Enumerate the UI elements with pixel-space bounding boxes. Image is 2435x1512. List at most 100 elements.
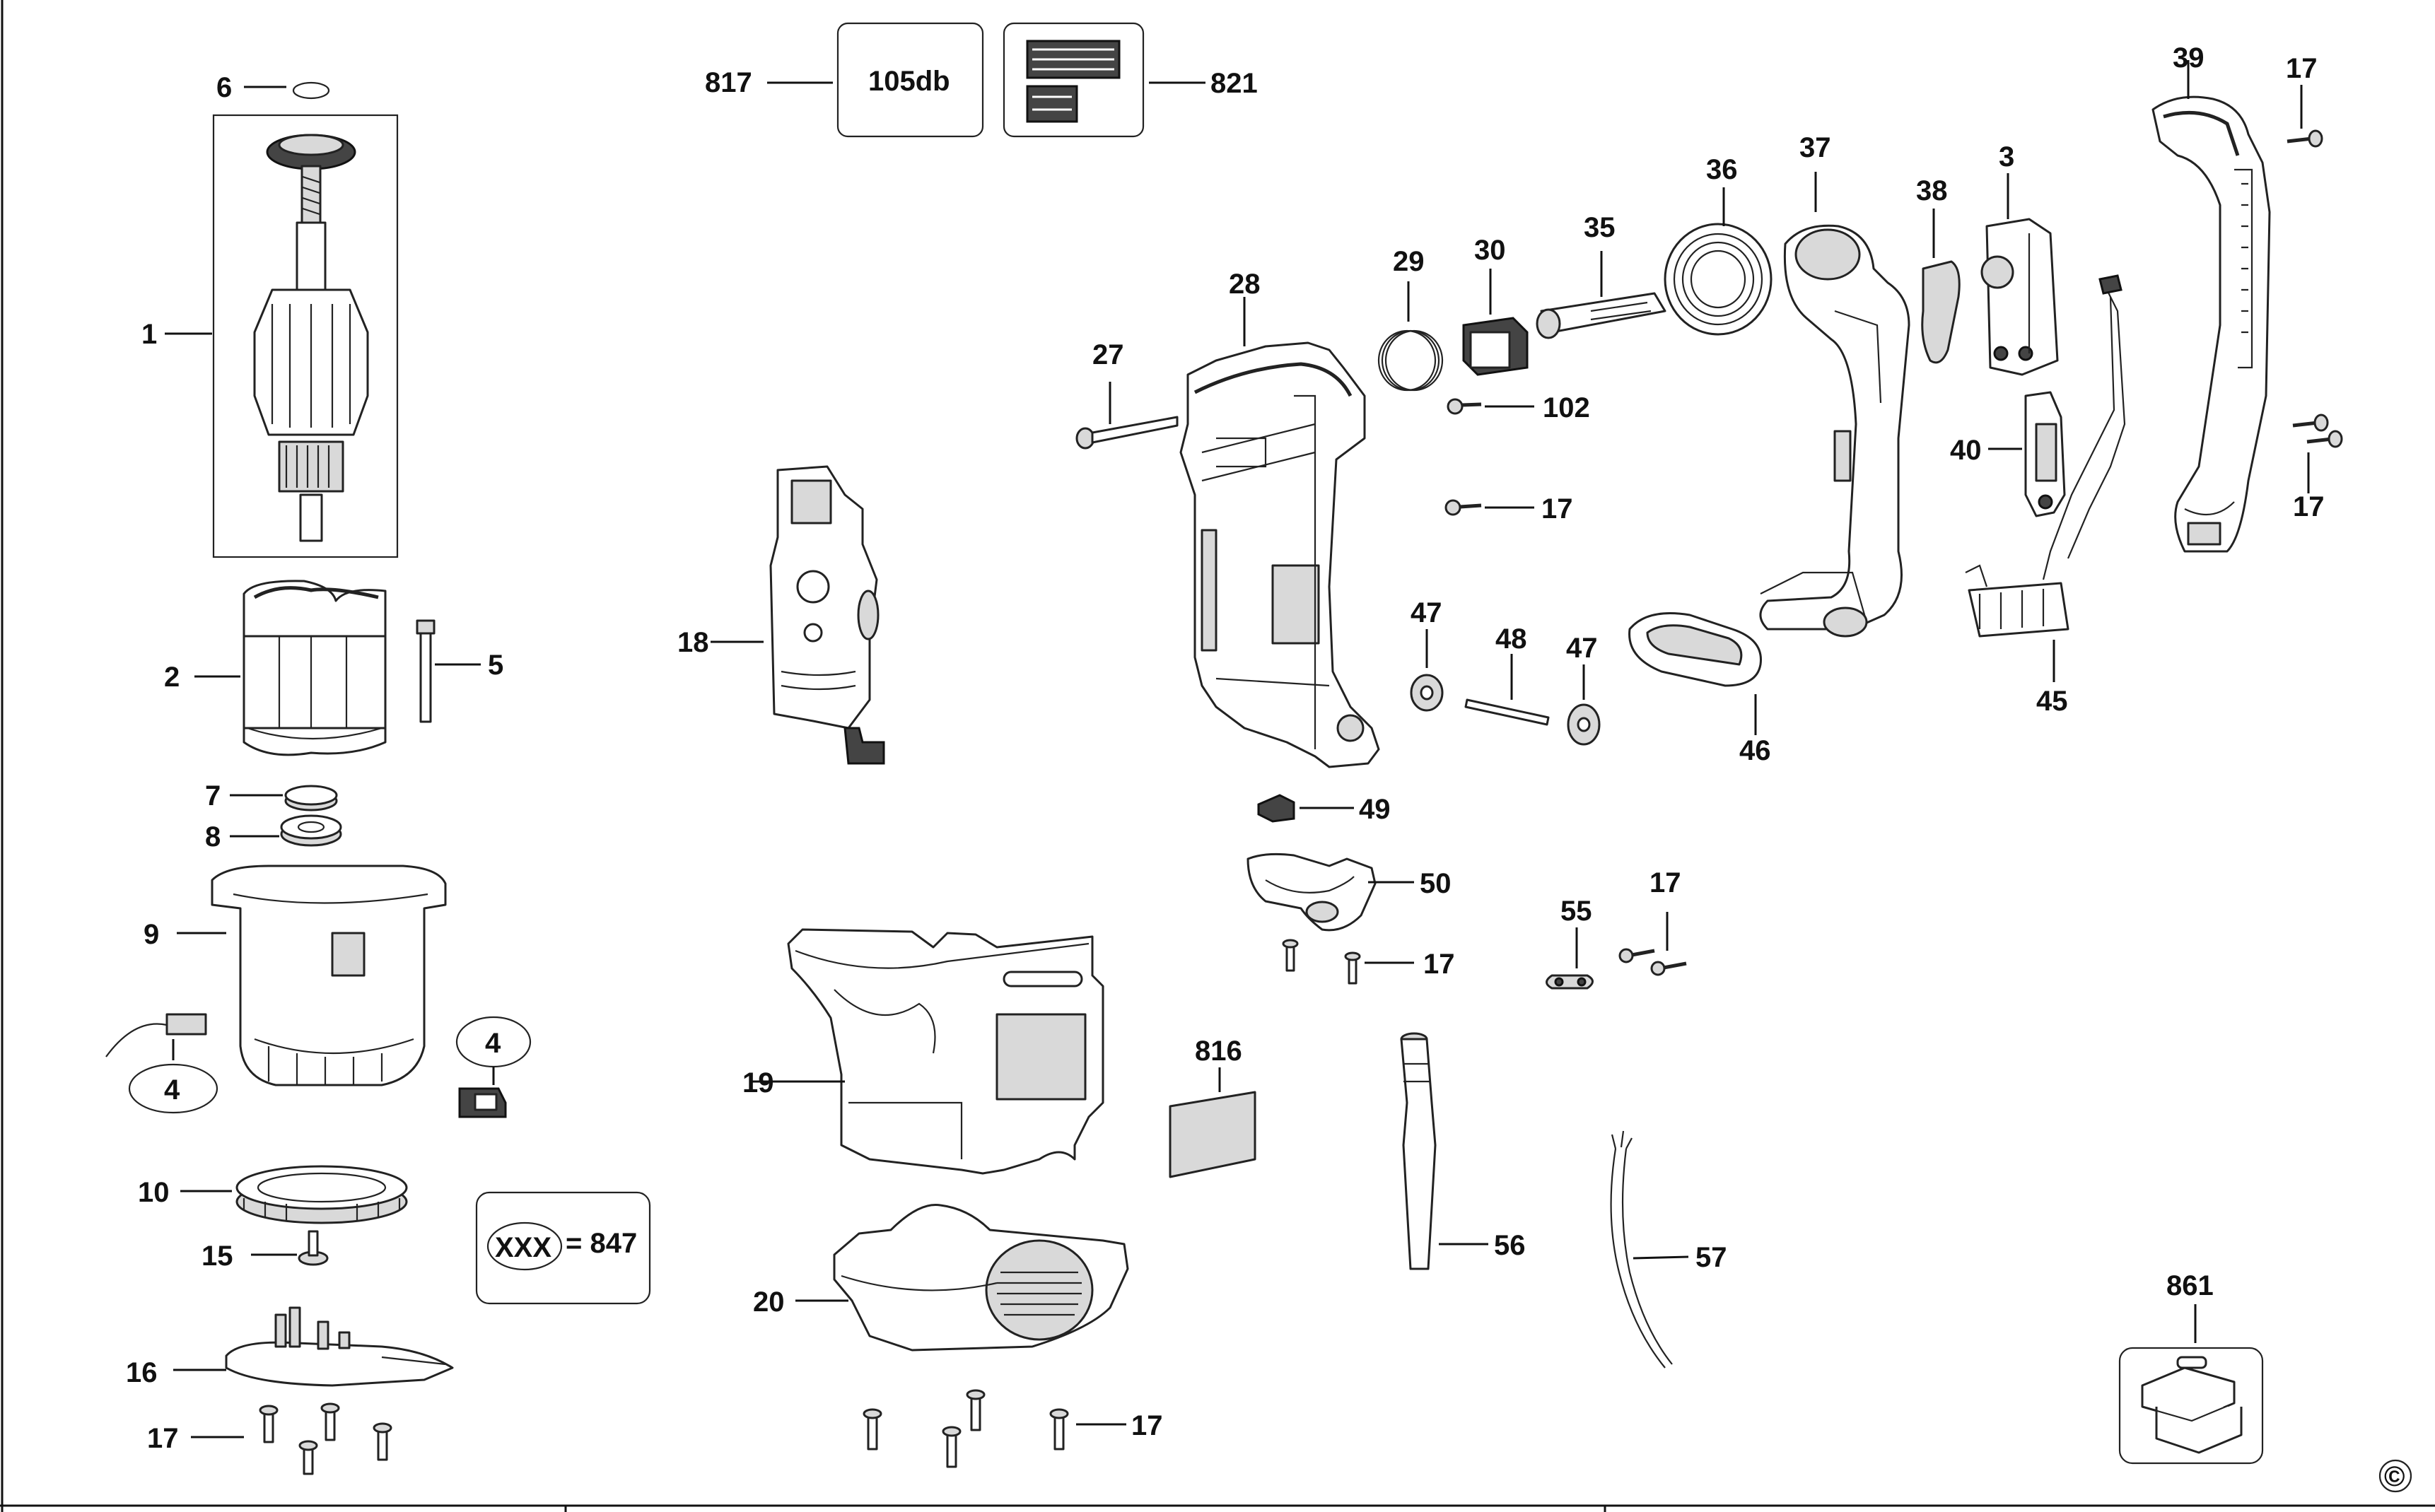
- part-9-motor-housing: [211, 865, 447, 1086]
- callout-17c: 17: [2286, 53, 2318, 84]
- callout-816: 816: [1195, 1036, 1242, 1067]
- part-17-screws-clamp: [1618, 948, 1687, 976]
- callout-861: 861: [2166, 1270, 2214, 1301]
- part-37-side-handle: [1759, 224, 1910, 638]
- callout-17g: 17: [1649, 867, 1681, 898]
- callout-17e: 17: [1541, 493, 1573, 524]
- part-57-power-cable: [1610, 1130, 1673, 1369]
- callout-45: 45: [2036, 686, 2068, 717]
- callout-37: 37: [1799, 132, 1831, 163]
- callout-40: 40: [1950, 435, 1982, 466]
- legend-box: XXX = 847: [475, 1191, 651, 1305]
- part-18-electronic-module: [769, 465, 885, 765]
- callout-821: 821: [1210, 68, 1258, 99]
- callout-4a: 4: [164, 1074, 180, 1106]
- callout-29: 29: [1393, 246, 1425, 277]
- callout-30: 30: [1474, 235, 1506, 266]
- callout-2: 2: [164, 662, 180, 693]
- callout-17d: 17: [2293, 491, 2325, 522]
- callout-17a: 17: [147, 1423, 179, 1454]
- part-1-armature: [212, 114, 399, 558]
- callout-49: 49: [1359, 794, 1391, 825]
- callout-20: 20: [753, 1287, 785, 1318]
- part-29-spring: [1377, 329, 1444, 392]
- part-821-rating-label: [1003, 22, 1145, 138]
- part-28-gear-housing: [1179, 341, 1380, 768]
- callout-47a: 47: [1411, 597, 1442, 628]
- callout-19: 19: [742, 1067, 774, 1098]
- callout-50: 50: [1420, 868, 1452, 899]
- legend-oval-text: XXX: [495, 1232, 551, 1263]
- part-7-washer: [284, 785, 338, 811]
- callout-28: 28: [1229, 269, 1261, 300]
- part-20-bottom-cover: [833, 1203, 1129, 1352]
- part-6-circlip: [292, 81, 330, 100]
- callout-5: 5: [488, 650, 503, 681]
- part-40-suppressor: [2024, 391, 2066, 517]
- callout-6: 6: [216, 72, 232, 103]
- part-4-carbon-brush: [105, 1013, 207, 1057]
- part-4-brush-holder: [458, 1087, 507, 1118]
- callout-35: 35: [1584, 212, 1616, 243]
- callout-4b: 4: [485, 1028, 501, 1059]
- callout-57: 57: [1695, 1242, 1727, 1273]
- callout-10: 10: [138, 1177, 170, 1208]
- part-50-cable-guard: [1246, 852, 1377, 932]
- part-15-screw: [298, 1230, 329, 1266]
- callout-16: 16: [126, 1357, 158, 1388]
- callout-7: 7: [205, 780, 221, 811]
- part-19-lower-housing: [787, 928, 1104, 1175]
- noise-label-text: 105db: [868, 66, 950, 97]
- part-48-pin: [1464, 698, 1550, 726]
- callout-56: 56: [1494, 1230, 1526, 1261]
- part-17-screws-handle: [2287, 129, 2343, 448]
- part-17-screws-endcap: [259, 1402, 392, 1475]
- callout-27: 27: [1092, 339, 1124, 370]
- callout-3: 3: [1999, 141, 2014, 172]
- part-17-screws-guard: [1282, 939, 1361, 985]
- part-102-screw: [1447, 398, 1482, 415]
- callout-17b: 17: [1131, 1410, 1163, 1441]
- part-45-wiring-harness: [1965, 274, 2126, 638]
- part-55-cord-clamp: [1546, 974, 1594, 990]
- part-30-switch-actuator: [1462, 317, 1529, 376]
- callout-38: 38: [1916, 175, 1948, 206]
- part-10-fan-baffle: [235, 1165, 408, 1224]
- callout-18: 18: [677, 627, 709, 658]
- part-17-screws-cover: [863, 1389, 1069, 1468]
- part-56-cord-protector: [1400, 1032, 1437, 1270]
- callout-47b: 47: [1566, 633, 1598, 664]
- callout-8: 8: [205, 821, 221, 852]
- part-38-trigger: [1921, 260, 1961, 364]
- part-47-bushing-right: [1567, 703, 1601, 746]
- part-49-clip: [1257, 794, 1295, 823]
- part-27-long-screw: [1075, 416, 1179, 450]
- part-3-switch: [1980, 218, 2059, 376]
- callout-17f: 17: [1423, 949, 1455, 980]
- callout-102: 102: [1543, 392, 1590, 423]
- callout-9: 9: [144, 919, 159, 950]
- part-47-bushing-left: [1410, 674, 1444, 712]
- part-2-field-stator: [243, 580, 387, 756]
- callout-46: 46: [1739, 735, 1771, 766]
- callout-39: 39: [2173, 42, 2205, 74]
- part-816-label-plate: [1169, 1091, 1256, 1178]
- part-17-screw-mid: [1444, 499, 1482, 516]
- part-39-rear-handle: [2151, 95, 2271, 553]
- callout-1: 1: [141, 319, 157, 350]
- copyright-mark: ©: [2378, 1459, 2412, 1493]
- callout-55: 55: [1560, 896, 1592, 927]
- part-16-end-cap: [225, 1306, 454, 1387]
- part-36-boot: [1664, 223, 1773, 336]
- part-46-grip-insert: [1628, 612, 1762, 687]
- callout-817: 817: [705, 67, 752, 98]
- part-861-kitbox: [2118, 1347, 2264, 1465]
- callout-36: 36: [1706, 154, 1738, 185]
- part-8-bearing: [280, 814, 342, 847]
- callout-15: 15: [202, 1241, 233, 1272]
- callout-oval-4a: [128, 1063, 218, 1114]
- part-5-screw: [416, 619, 436, 723]
